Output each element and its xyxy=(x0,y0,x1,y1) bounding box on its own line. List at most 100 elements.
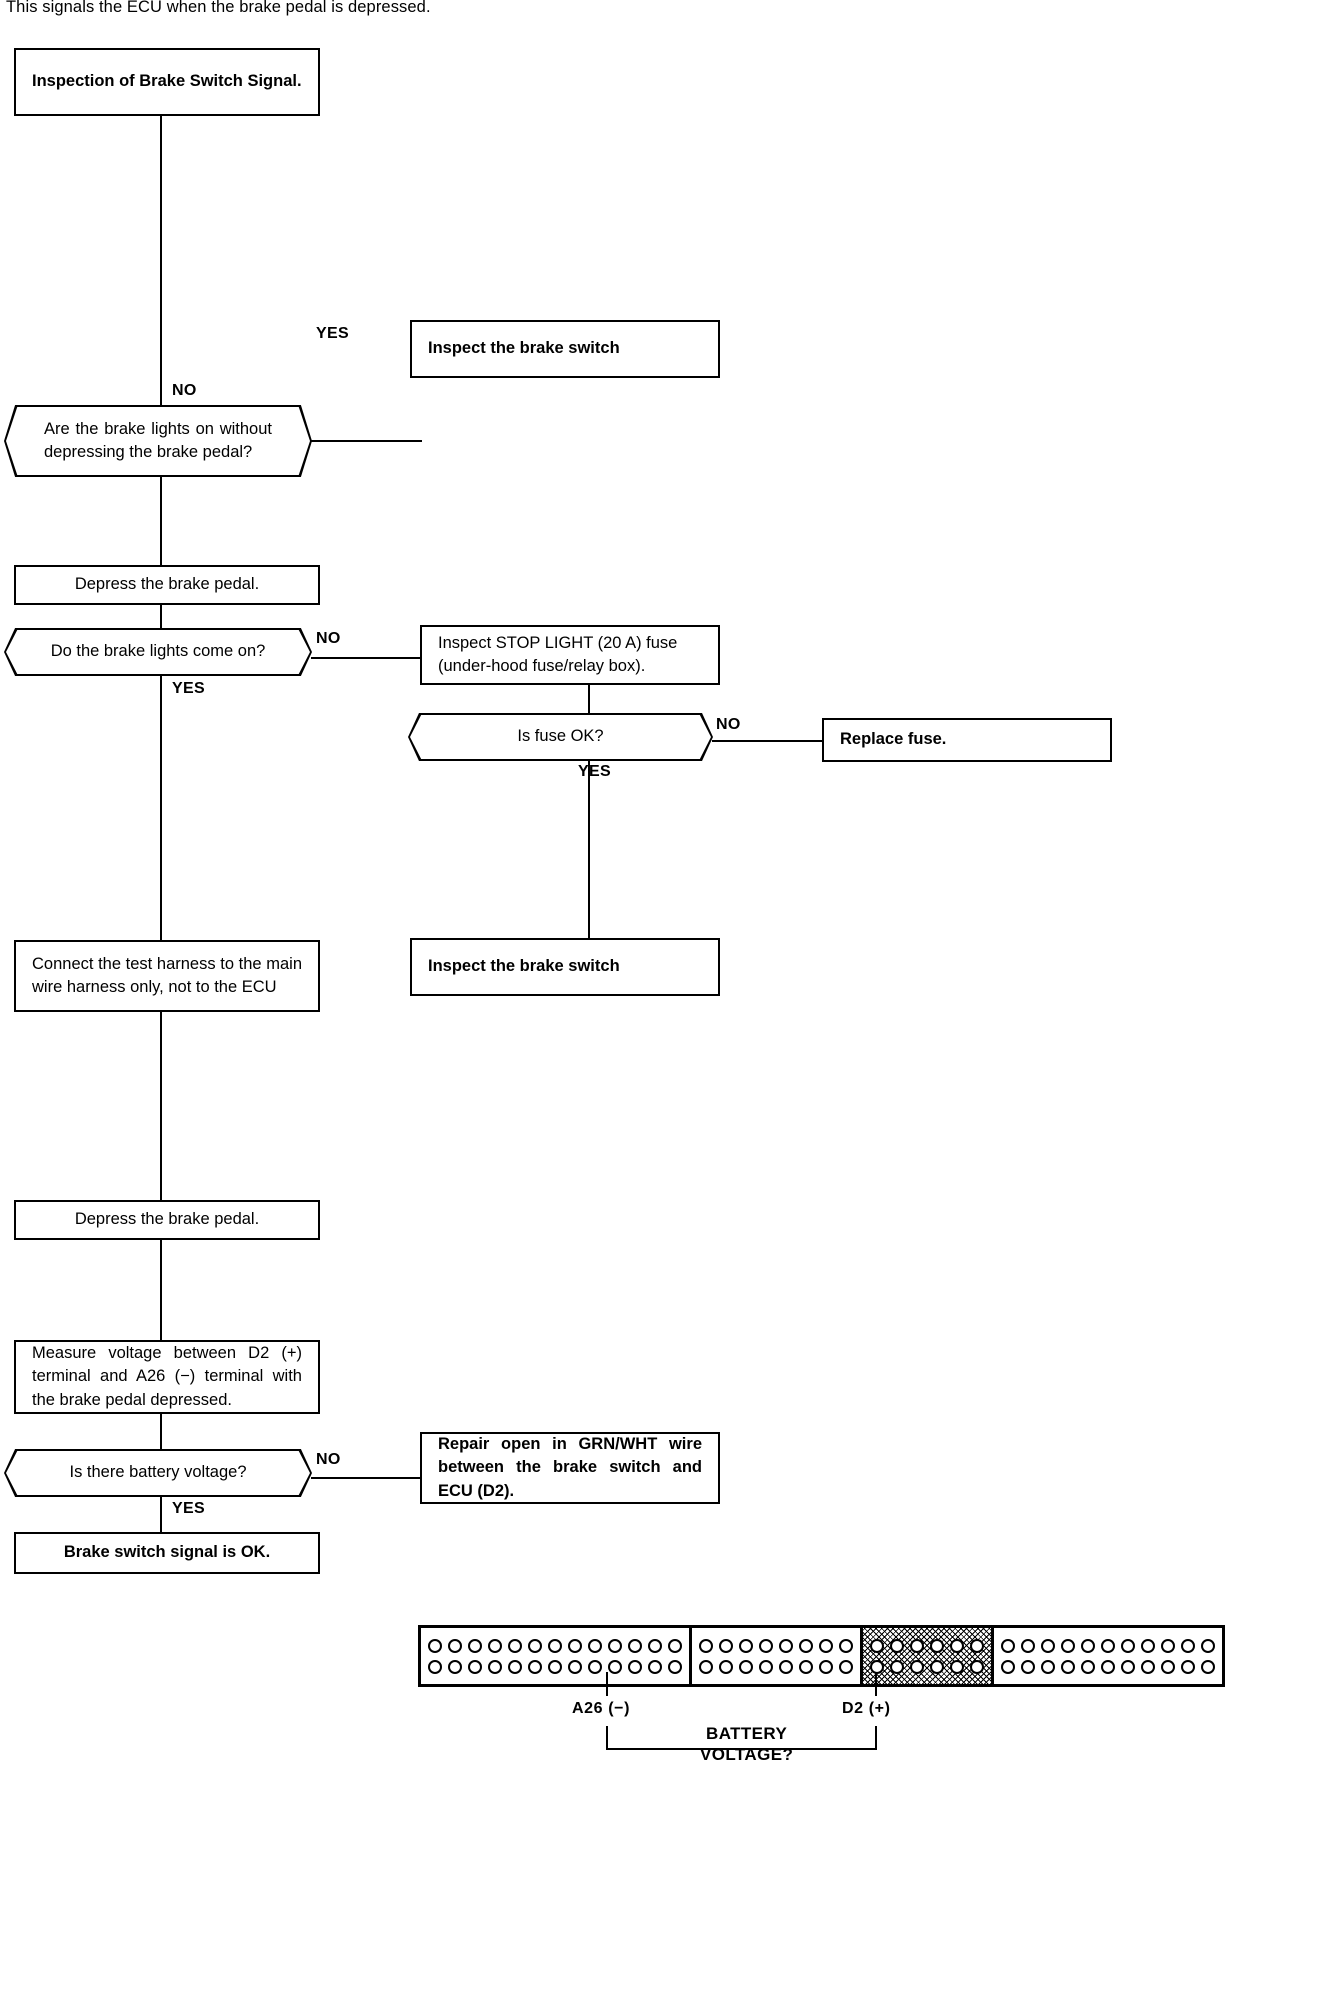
connector-pin-row xyxy=(428,1638,682,1653)
connector-pin xyxy=(779,1659,793,1674)
connector-pin xyxy=(628,1659,642,1674)
ecu-connector-diagram xyxy=(418,1625,1225,1687)
connector-segment-a xyxy=(421,1628,692,1684)
leader-line-d2 xyxy=(875,1672,877,1696)
connector-pin xyxy=(1121,1659,1135,1674)
bracket-right-leg xyxy=(875,1726,877,1750)
box-repair-open-grn-wht-wire: Repair open in GRN/WHT wire between the … xyxy=(420,1432,720,1504)
depress-pedal-2-label: Depress the brake pedal. xyxy=(74,1210,260,1229)
bracket-left-leg xyxy=(606,1726,608,1750)
box-inspect-stop-light-fuse: Inspect STOP LIGHT (20 A) fuse (under-ho… xyxy=(420,625,720,685)
connector-pin xyxy=(1121,1638,1135,1653)
connector-label-d2: D2 (+) xyxy=(842,1700,891,1717)
decision2-yes-label: YES xyxy=(172,680,205,697)
leader-line-a26 xyxy=(606,1672,608,1696)
connector-pin xyxy=(839,1659,853,1674)
connector-pin xyxy=(488,1638,502,1653)
connector-pin xyxy=(648,1659,662,1674)
connector-pin xyxy=(528,1638,542,1653)
depress-pedal-1-label: Depress the brake pedal. xyxy=(74,575,260,594)
page-intro-text: This signals the ECU when the brake peda… xyxy=(6,0,431,16)
decision4-yes-label: YES xyxy=(172,1500,205,1517)
connector-start-to-decision1 xyxy=(160,116,162,405)
decision1-yes-label: YES xyxy=(316,325,349,342)
decision3-no-label: NO xyxy=(716,716,741,733)
decision-is-fuse-ok: Is fuse OK? xyxy=(408,713,713,761)
connector-pin xyxy=(1181,1638,1195,1653)
decision-do-the-brake-lights-come-on: Do the brake lights come on? xyxy=(4,628,312,676)
connector-pin xyxy=(448,1638,462,1653)
connector-pin xyxy=(1021,1659,1035,1674)
connector-pin xyxy=(1061,1638,1075,1653)
box-depress-the-brake-pedal-first: Depress the brake pedal. xyxy=(14,565,320,605)
decision-is-there-battery-voltage: Is there battery voltage? xyxy=(4,1449,312,1497)
connector-pin xyxy=(930,1659,944,1674)
connector-pin xyxy=(508,1659,522,1674)
connector-pin xyxy=(910,1638,924,1653)
box-brake-switch-signal-is-ok: Brake switch signal is OK. xyxy=(14,1532,320,1574)
decision-are-brake-lights-on-without-depressing: Are the brake lights on without depressi… xyxy=(4,405,312,477)
connector-decision4-no xyxy=(311,1477,422,1479)
start-box-inspection-of-brake-switch-signal: Inspection of Brake Switch Signal. xyxy=(14,48,320,116)
connector-pin xyxy=(1061,1659,1075,1674)
connector-pin xyxy=(628,1638,642,1653)
repair-open-label: Repair open in GRN/WHT wire between the … xyxy=(438,1434,702,1500)
connector-decision3-no xyxy=(712,740,822,742)
box-inspect-the-brake-switch-top: Inspect the brake switch xyxy=(410,320,720,378)
decision1-label: Are the brake lights on without depressi… xyxy=(44,419,272,461)
connector-pin xyxy=(970,1659,984,1674)
connector-pin xyxy=(950,1638,964,1653)
connector-pin xyxy=(428,1659,442,1674)
connector-pin xyxy=(1001,1659,1015,1674)
connector-pin xyxy=(1161,1638,1175,1653)
decision1-fill xyxy=(6,407,310,475)
connector-pin xyxy=(1201,1638,1215,1653)
connector-decision1-yes-line xyxy=(311,440,422,442)
connector-pin xyxy=(890,1659,904,1674)
signal-ok-label: Brake switch signal is OK. xyxy=(63,1543,271,1562)
connector-pin xyxy=(1141,1659,1155,1674)
connector-pin xyxy=(839,1638,853,1653)
connector-segment-d xyxy=(994,1628,1222,1684)
connector-depress1-to-decision2 xyxy=(160,605,162,628)
connector-pin xyxy=(819,1659,833,1674)
connector-pin xyxy=(648,1638,662,1653)
connector-pin xyxy=(1141,1638,1155,1653)
connector-pin xyxy=(1181,1659,1195,1674)
decision2-fill xyxy=(6,630,310,674)
connector-measure-to-decision4 xyxy=(160,1414,162,1449)
connector-label-a26: A26 (−) xyxy=(572,1700,630,1717)
connector-pin xyxy=(719,1659,733,1674)
connector-pin xyxy=(588,1638,602,1653)
box-measure-voltage: Measure voltage between D2 (+) terminal … xyxy=(14,1340,320,1414)
battery-voltage-line2: VOLTAGE? xyxy=(700,1745,794,1765)
connector-pin-row xyxy=(699,1638,853,1653)
connector-pin-row xyxy=(428,1659,682,1674)
connector-pin xyxy=(1201,1659,1215,1674)
connector-pin xyxy=(699,1638,713,1653)
connector-decision4-to-signal-ok xyxy=(160,1497,162,1532)
connector-pin-row xyxy=(870,1638,984,1653)
connector-pin xyxy=(799,1638,813,1653)
connector-pin xyxy=(910,1659,924,1674)
connector-pin xyxy=(930,1638,944,1653)
connector-pin xyxy=(970,1638,984,1653)
connector-pin xyxy=(448,1659,462,1674)
box-connect-the-test-harness: Connect the test harness to the main wir… xyxy=(14,940,320,1012)
connector-pin xyxy=(508,1638,522,1653)
connector-pin xyxy=(608,1638,622,1653)
replace-fuse-label: Replace fuse. xyxy=(840,730,947,749)
connector-pin xyxy=(1101,1659,1115,1674)
connector-pin xyxy=(588,1659,602,1674)
connector-decision2-to-connect-harness xyxy=(160,676,162,940)
connector-pin xyxy=(1081,1659,1095,1674)
connector-depress2-to-measure xyxy=(160,1240,162,1340)
connector-harness-to-depress2 xyxy=(160,1012,162,1200)
connector-pin xyxy=(468,1659,482,1674)
decision1-no-label: NO xyxy=(172,382,197,399)
connector-decision2-no xyxy=(311,657,422,659)
connector-pin xyxy=(428,1638,442,1653)
connector-pin xyxy=(870,1659,884,1674)
decision4-label: Is there battery voltage? xyxy=(69,1463,247,1482)
box-inspect-the-brake-switch-bottom: Inspect the brake switch xyxy=(410,938,720,996)
